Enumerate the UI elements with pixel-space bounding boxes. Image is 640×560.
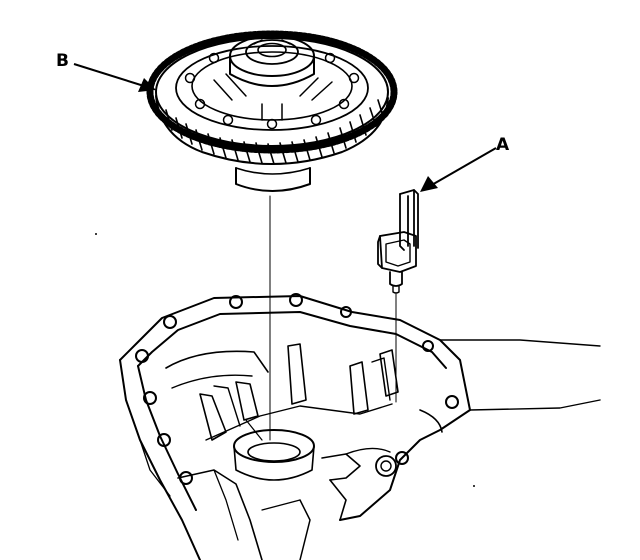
speed-sensor — [377, 189, 419, 294]
speck — [95, 233, 97, 235]
callout-arrow-b — [73, 63, 156, 92]
transmission-housing — [119, 293, 601, 560]
callout-arrow-a — [420, 147, 497, 192]
callout-label-a: A — [496, 135, 510, 155]
alignment-lines — [269, 195, 397, 441]
final-driven-gear — [146, 30, 398, 192]
callout-label-b: B — [56, 51, 69, 71]
speck — [473, 485, 475, 487]
